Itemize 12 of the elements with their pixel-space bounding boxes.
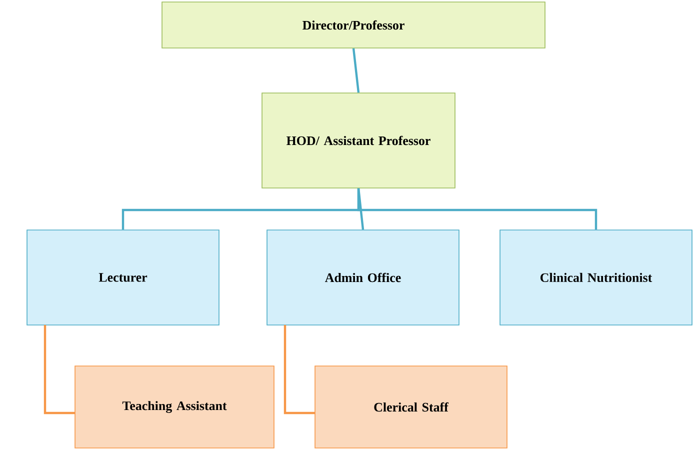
role-box: Teaching Assistant (74, 366, 274, 448)
connector-line (284, 324, 315, 414)
role-box: Lecturer (26, 230, 220, 326)
connector-line (357, 188, 364, 230)
role-box: Clerical Staff (314, 366, 508, 448)
title-box: Director/Professor (162, 2, 546, 48)
role-box: HOD/ Assistant Professor (262, 92, 456, 188)
connector-line (44, 324, 75, 414)
role-box: Clinical Nutritionist (500, 230, 692, 326)
connector-line (357, 188, 598, 230)
connector-line (352, 48, 360, 93)
role-box: Admin Office (266, 230, 460, 326)
